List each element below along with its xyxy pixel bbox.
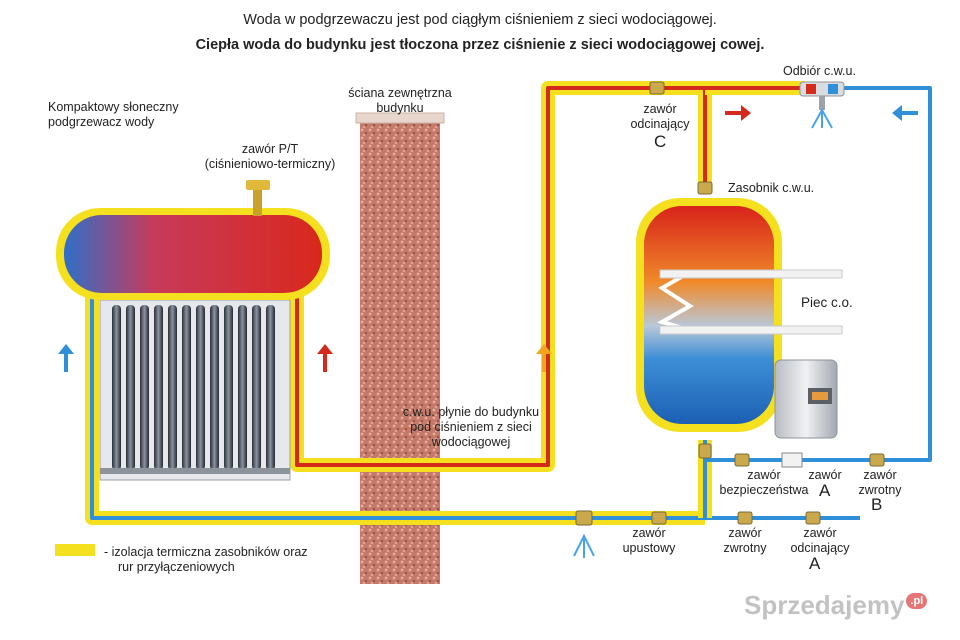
boiler bbox=[774, 359, 838, 439]
boiler-label: Piec c.o. bbox=[801, 295, 853, 310]
letter-a-top: A bbox=[819, 481, 831, 500]
letter-b: B bbox=[871, 495, 883, 514]
flow-arrows bbox=[58, 105, 918, 372]
safety-valve-icon bbox=[781, 452, 803, 468]
hot-water-tank bbox=[636, 198, 843, 432]
outlet-mixer-icon bbox=[799, 81, 845, 129]
outlet-label: Odbiór c.w.u. bbox=[783, 64, 856, 78]
solar-heater bbox=[56, 180, 330, 481]
letter-c: C bbox=[654, 132, 667, 151]
watermark-badge: .pl bbox=[906, 593, 928, 609]
external-wall bbox=[355, 112, 445, 584]
letter-a-bottom: A bbox=[809, 554, 821, 573]
header-line-2: Ciepła woda do budynku jest tłoczona prz… bbox=[195, 37, 765, 53]
valve-a-top-label: zawór bbox=[808, 468, 842, 482]
hot-up-arrow-icon bbox=[317, 344, 333, 372]
hot-pipe-to-building bbox=[290, 81, 805, 472]
cold-up-arrow-icon bbox=[58, 344, 74, 372]
tank-label: Zasobnik c.w.u. bbox=[728, 181, 815, 195]
header-line-1: Woda w podgrzewaczu jest pod ciągłym ciś… bbox=[243, 12, 717, 28]
pt-valve-label: zawór P/T(ciśnieniowo-termiczny) bbox=[204, 142, 336, 171]
cold-left-arrow-icon bbox=[892, 105, 918, 121]
hot-right-arrow-icon bbox=[725, 105, 751, 121]
legend-swatch bbox=[55, 544, 95, 556]
watermark: Sprzedajemy.pl bbox=[744, 590, 928, 621]
warm-up-arrow-icon bbox=[536, 344, 552, 372]
drain-spray-icon bbox=[573, 533, 595, 558]
valve-icons bbox=[575, 81, 885, 526]
collector-tubes bbox=[99, 299, 291, 481]
